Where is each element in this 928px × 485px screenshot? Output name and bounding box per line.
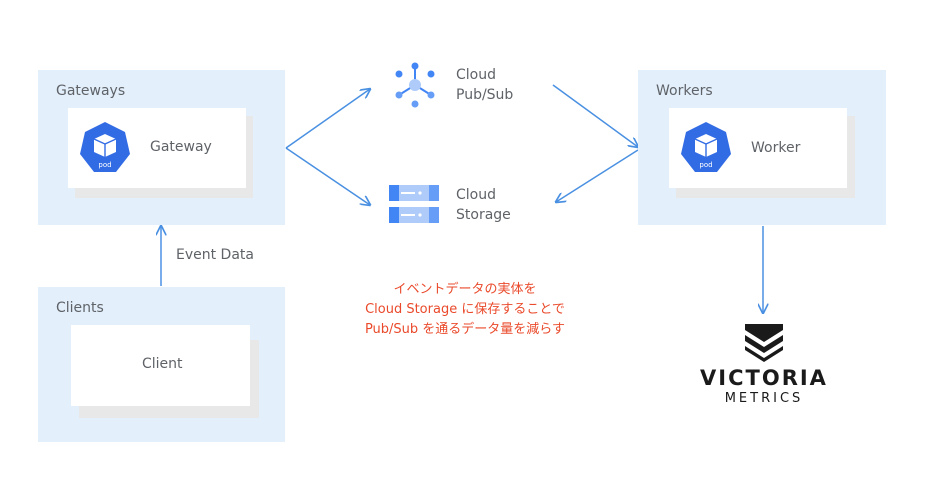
note-line-1: イベントデータの実体を xyxy=(393,282,537,297)
note-line-3: Pub/Sub を通るデータ量を減らす xyxy=(364,322,566,337)
storage-label-line2: Storage xyxy=(456,207,511,223)
victoriametrics-logo-icon xyxy=(745,324,783,362)
victoriametrics-logo-word2: METRICS xyxy=(724,391,804,406)
edge-worker-storage xyxy=(556,149,639,202)
client-card-label: Client xyxy=(142,356,183,372)
gateway-card[interactable]: pod Gateway xyxy=(68,108,246,188)
kubernetes-pod-icon: pod xyxy=(80,122,130,172)
event-data-label: Event Data xyxy=(176,247,254,263)
pod-icon-text: pod xyxy=(98,161,111,169)
annotation-note: イベントデータの実体を Cloud Storage に保存することで Pub/S… xyxy=(300,280,630,340)
workers-group-label: Workers xyxy=(656,83,713,99)
victoriametrics-logo-word1: VICTORIA xyxy=(700,366,828,390)
cloud-pubsub-card[interactable]: Cloud Pub/Sub xyxy=(373,45,552,125)
cloud-storage-card[interactable]: Cloud Storage xyxy=(373,165,552,245)
kubernetes-pod-icon: pod xyxy=(681,122,731,172)
note-line-2: Cloud Storage に保存することで xyxy=(365,302,565,317)
pod-icon-text: pod xyxy=(699,161,712,169)
pubsub-icon xyxy=(395,62,435,108)
pubsub-label-line1: Cloud xyxy=(456,67,496,83)
worker-card[interactable]: pod Worker xyxy=(669,108,847,188)
client-card[interactable]: Client xyxy=(71,325,250,406)
storage-icon xyxy=(389,185,439,223)
gateways-group-label: Gateways xyxy=(56,83,126,99)
edge-gateway-storage xyxy=(285,147,370,205)
storage-label-line1: Cloud xyxy=(456,187,496,203)
edge-pubsub-worker xyxy=(552,84,638,147)
pubsub-label-line2: Pub/Sub xyxy=(456,87,514,103)
clients-group-label: Clients xyxy=(56,300,104,316)
edge-gateway-pubsub xyxy=(285,89,370,149)
gateway-card-label: Gateway xyxy=(150,139,212,155)
worker-card-label: Worker xyxy=(751,140,801,156)
